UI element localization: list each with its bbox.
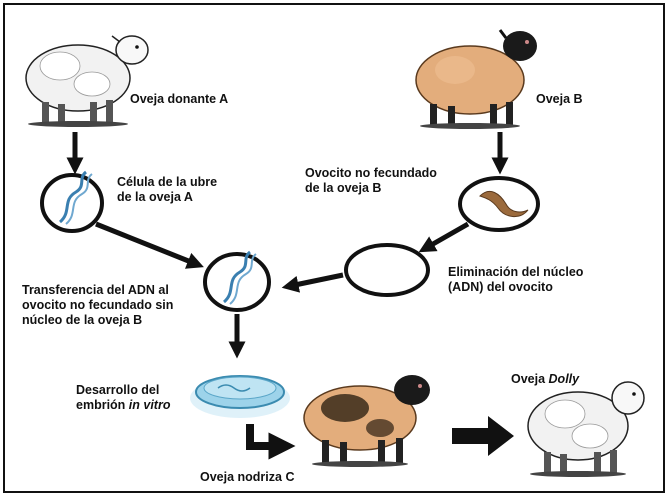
label-oocyte-line2: de la oveja B (305, 181, 382, 195)
arrow-cell-to-transfer (95, 221, 204, 269)
label-enucleation: Eliminación del núcleo (ADN) del ovocito (448, 265, 583, 295)
label-transfer: Transferencia del ADN al ovocito no fecu… (22, 283, 173, 328)
label-enucleation-line1: Eliminación del núcleo (448, 265, 584, 279)
label-transfer-line2: ovocito no fecundado sin (22, 298, 174, 312)
label-surrogate: Oveja nodriza C (200, 470, 295, 484)
label-cell-a-line1: Célula de la ubre (117, 175, 218, 189)
label-transfer-line3: núcleo de la oveja B (22, 313, 143, 327)
arrow-enucleated-to-transfer (281, 272, 344, 293)
label-enucleation-line2: (ADN) del ovocito (448, 280, 553, 294)
udder-cell-circle (40, 170, 104, 233)
label-dolly: Oveja Dolly (511, 372, 579, 387)
enucleated-oocyte-circle (344, 243, 430, 297)
dna-icon (58, 170, 93, 225)
label-cell-a-line2: de la oveja A (117, 190, 193, 204)
label-embryo-prefix: embrión (76, 398, 129, 412)
label-oocyte: Ovocito no fecundado de la oveja B (305, 166, 437, 196)
petri-dish-icon (190, 375, 290, 418)
label-embryo-italic: in vitro (128, 398, 171, 412)
label-cell-a: Célula de la ubre de la oveja A (117, 175, 217, 205)
arrow-surrogate-to-dolly (452, 416, 514, 456)
label-dolly-italic: Dolly (548, 372, 580, 386)
label-embryo: Desarrollo del embrión in vitro (76, 383, 170, 413)
label-sheep-a: Oveja donante A (130, 92, 229, 106)
oocyte-icon (479, 191, 529, 217)
sheep-b-icon (415, 29, 537, 129)
dna-icon (222, 250, 257, 305)
sheep-a-icon (25, 35, 149, 127)
arrow-dish-to-surrogate (246, 424, 296, 460)
label-sheep-b: Oveja B (536, 92, 583, 106)
transfer-cell-circle (203, 250, 271, 312)
dolly-sheep-icon (527, 381, 645, 477)
oocyte-circle (458, 176, 540, 232)
sheep-c-icon (303, 375, 430, 467)
label-dolly-prefix: Oveja (511, 372, 549, 386)
label-embryo-line1: Desarrollo del (76, 383, 160, 397)
arrow-oocyte-to-enucleated (418, 221, 470, 253)
label-transfer-line1: Transferencia del ADN al (22, 283, 169, 297)
label-oocyte-line1: Ovocito no fecundado (305, 166, 437, 180)
label-embryo-line2: embrión in vitro (76, 398, 170, 413)
